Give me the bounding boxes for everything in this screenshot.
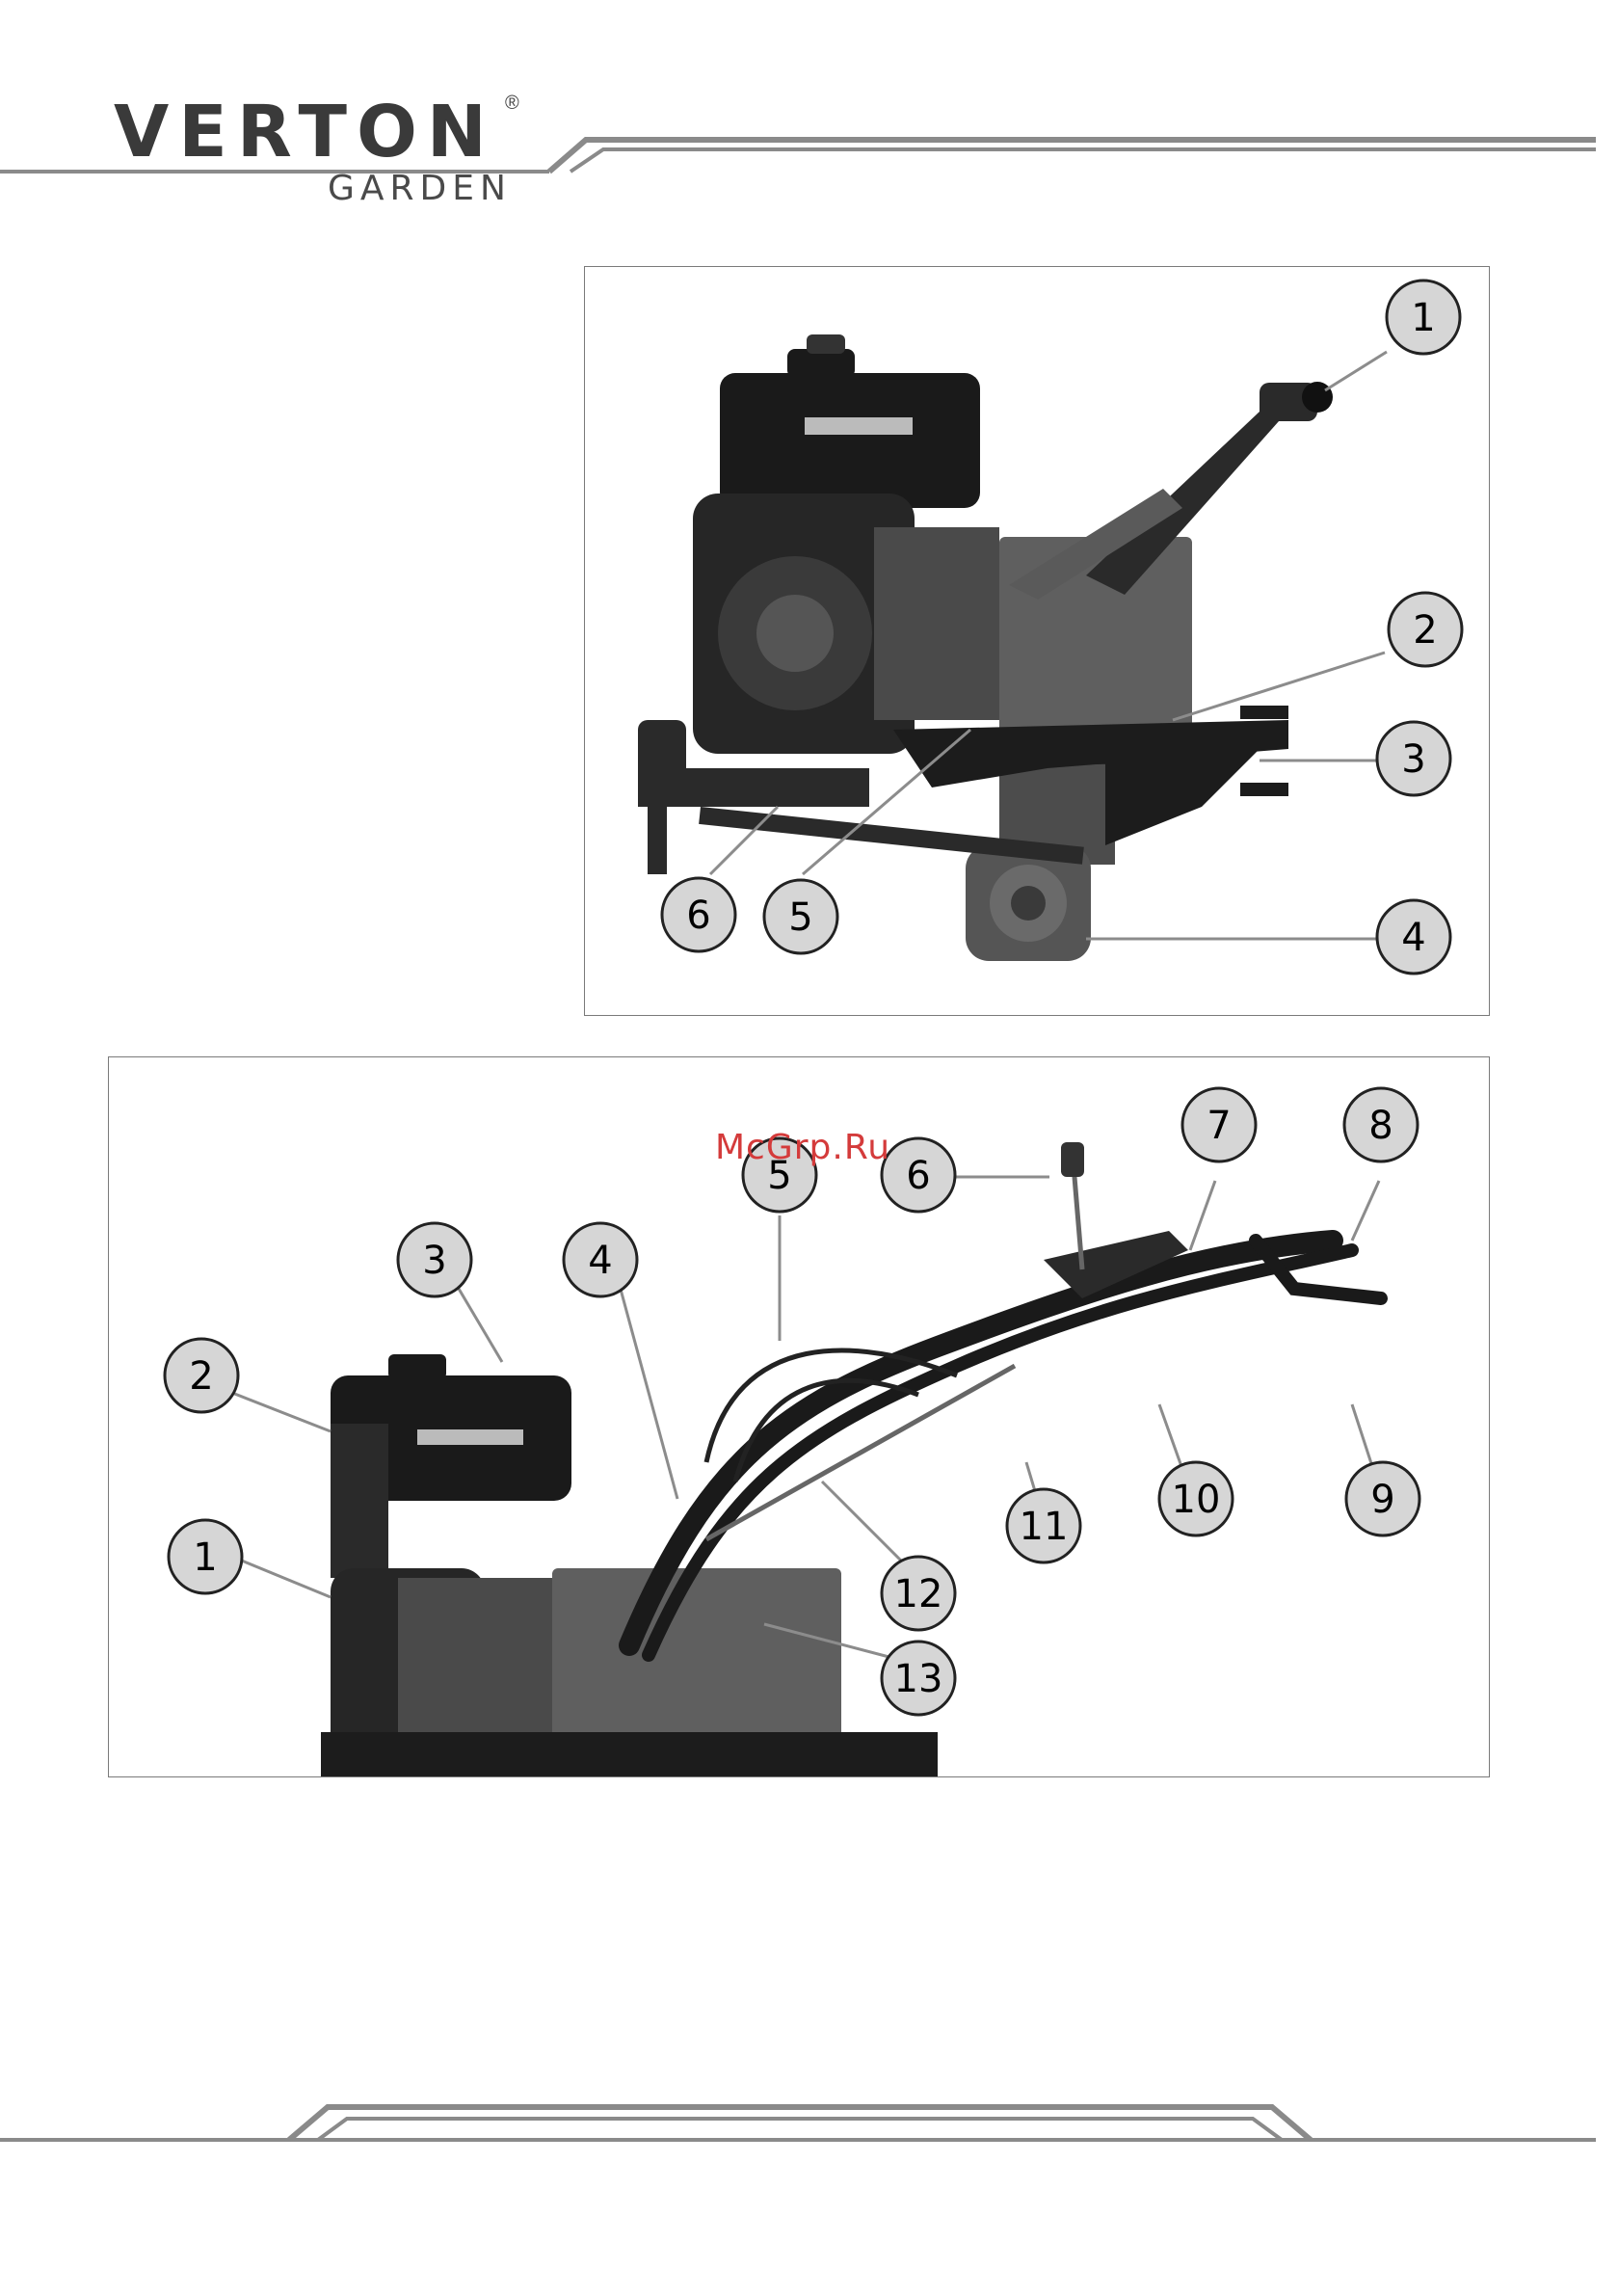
- callout-4: 4: [1377, 900, 1450, 974]
- svg-text:3: 3: [1401, 737, 1425, 782]
- svg-text:9: 9: [1370, 1478, 1394, 1522]
- svg-text:8: 8: [1368, 1104, 1393, 1148]
- callout-3: 3: [398, 1223, 471, 1296]
- frame-bottom: [321, 1732, 938, 1776]
- svg-text:1: 1: [1411, 296, 1435, 340]
- callout-6: 6: [662, 878, 735, 951]
- callout-5: 5: [764, 880, 837, 953]
- callout-13: 13: [882, 1642, 955, 1715]
- callout-8: 8: [1344, 1088, 1418, 1161]
- watermark: McGrp.Ru: [715, 1128, 890, 1167]
- svg-text:2: 2: [189, 1354, 213, 1399]
- footer-rule: [0, 2107, 1596, 2140]
- svg-text:3: 3: [422, 1239, 446, 1283]
- callout-12: 12: [882, 1557, 955, 1630]
- engine: [693, 334, 999, 754]
- svg-text:12: 12: [894, 1572, 943, 1616]
- gear-lever-knob: [1061, 1142, 1084, 1177]
- callout-7: 7: [1182, 1088, 1256, 1161]
- callout-1: 1: [1387, 280, 1460, 354]
- svg-text:13: 13: [894, 1657, 943, 1701]
- callout-6: 6: [882, 1138, 955, 1212]
- callout-9: 9: [1346, 1462, 1419, 1535]
- callout-10: 10: [1159, 1462, 1233, 1535]
- svg-text:10: 10: [1172, 1478, 1221, 1522]
- cables: [706, 1350, 957, 1482]
- svg-text:5: 5: [788, 895, 812, 940]
- svg-text:7: 7: [1207, 1104, 1231, 1148]
- svg-text:11: 11: [1020, 1505, 1069, 1549]
- svg-text:4: 4: [1401, 916, 1425, 960]
- header-rule: [0, 140, 1596, 172]
- callout-4: 4: [564, 1223, 637, 1296]
- svg-text:4: 4: [588, 1239, 612, 1283]
- svg-text:6: 6: [686, 894, 710, 938]
- callout-1: 1: [169, 1520, 242, 1593]
- callout-11: 11: [1007, 1489, 1080, 1562]
- svg-text:6: 6: [906, 1154, 930, 1198]
- figure-top: 1 2 3 4 5 6: [584, 266, 1490, 1016]
- callout-2: 2: [165, 1339, 238, 1412]
- callout-2: 2: [1389, 593, 1462, 666]
- engine: [331, 1354, 571, 1776]
- callout-3: 3: [1377, 722, 1450, 795]
- svg-text:2: 2: [1413, 608, 1437, 653]
- svg-text:1: 1: [193, 1535, 217, 1580]
- figure-top-illustration: 1 2 3 4 5 6: [585, 267, 1489, 1015]
